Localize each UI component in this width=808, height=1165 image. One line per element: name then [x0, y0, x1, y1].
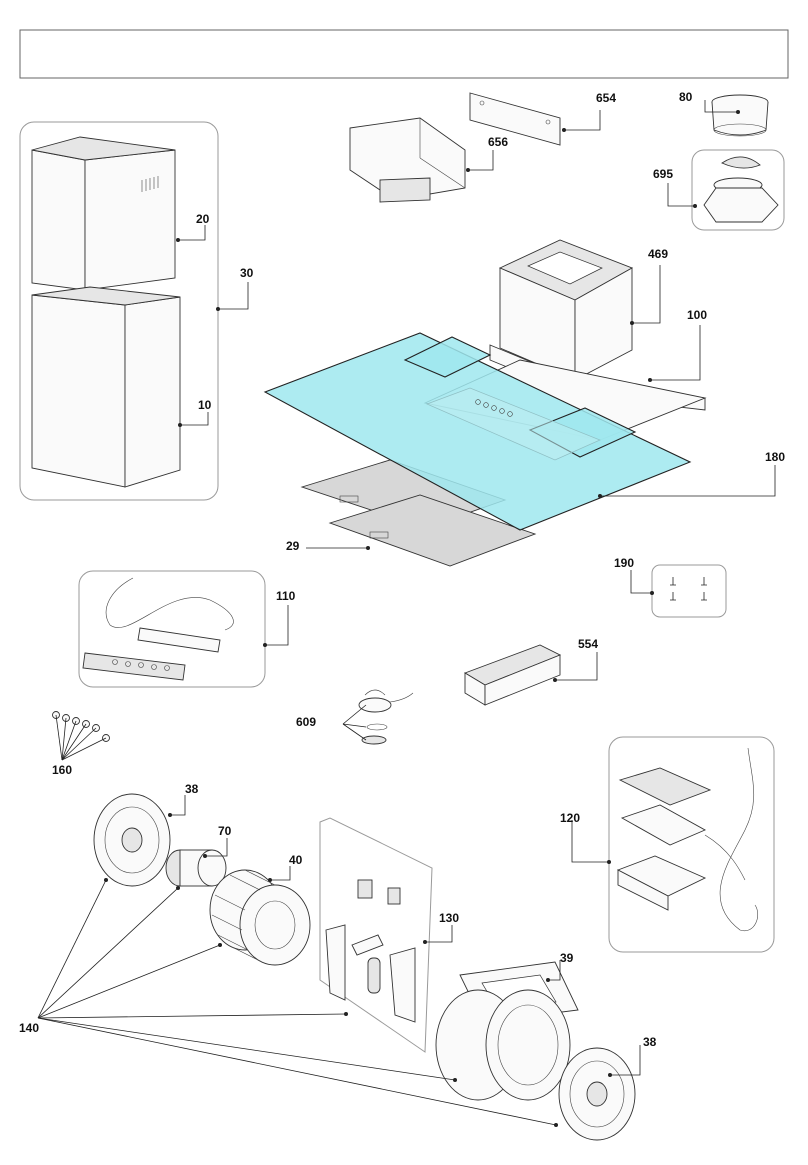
screws-group-box — [651, 564, 727, 618]
valve-695-part — [703, 156, 779, 223]
label-120: 120 — [560, 811, 580, 825]
impeller-40-part — [209, 869, 311, 966]
label-140: 140 — [19, 1021, 39, 1035]
label-10: 10 — [198, 398, 212, 412]
leader-dots — [104, 110, 740, 1127]
bracket-654-part — [469, 92, 561, 146]
label-30: 30 — [240, 266, 254, 280]
screws-190-part — [670, 577, 707, 601]
knobs-160-part — [52, 711, 110, 742]
label-39: 39 — [560, 951, 574, 965]
label-38-left: 38 — [185, 782, 199, 796]
motor-70-part — [165, 849, 227, 887]
label-110: 110 — [276, 589, 296, 603]
cover-38-right-part — [558, 1047, 636, 1141]
label-20: 20 — [196, 212, 210, 226]
capacitor-group-box — [319, 817, 433, 1053]
label-609: 609 — [296, 715, 316, 729]
cover-38-left-part — [93, 793, 171, 887]
control-group-box — [78, 570, 266, 688]
label-130: 130 — [439, 911, 459, 925]
lamp-609-part — [358, 689, 414, 745]
capacitor-130-part — [325, 879, 416, 1023]
control-110-part — [82, 577, 234, 681]
label-70: 70 — [218, 824, 232, 838]
transformer-554-part — [463, 644, 562, 706]
valve-group-box — [691, 149, 785, 231]
electronics-group-box — [608, 736, 775, 953]
label-80: 80 — [679, 90, 693, 104]
housing-39-part — [435, 961, 579, 1101]
motor-box-469-part — [498, 239, 634, 381]
label-38-right: 38 — [643, 1035, 657, 1049]
label-656: 656 — [488, 135, 508, 149]
upper-chimney-part — [31, 136, 176, 291]
duct-adapter-656-part — [349, 117, 466, 203]
label-190: 190 — [614, 556, 634, 570]
lower-chimney-part — [31, 286, 181, 488]
title-box — [19, 29, 789, 79]
label-180: 180 — [765, 450, 785, 464]
label-654: 654 — [596, 91, 616, 105]
label-554: 554 — [578, 637, 598, 651]
leader-lines — [37, 100, 776, 1126]
collar-80-part — [711, 94, 769, 137]
label-40: 40 — [289, 853, 303, 867]
label-100: 100 — [687, 308, 707, 322]
label-160: 160 — [52, 763, 72, 777]
label-695: 695 — [653, 167, 673, 181]
label-29: 29 — [286, 539, 300, 553]
label-469: 469 — [648, 247, 668, 261]
glass-180-part — [263, 332, 692, 531]
filter-29-part — [300, 459, 537, 567]
electronics-120-part — [616, 747, 759, 932]
